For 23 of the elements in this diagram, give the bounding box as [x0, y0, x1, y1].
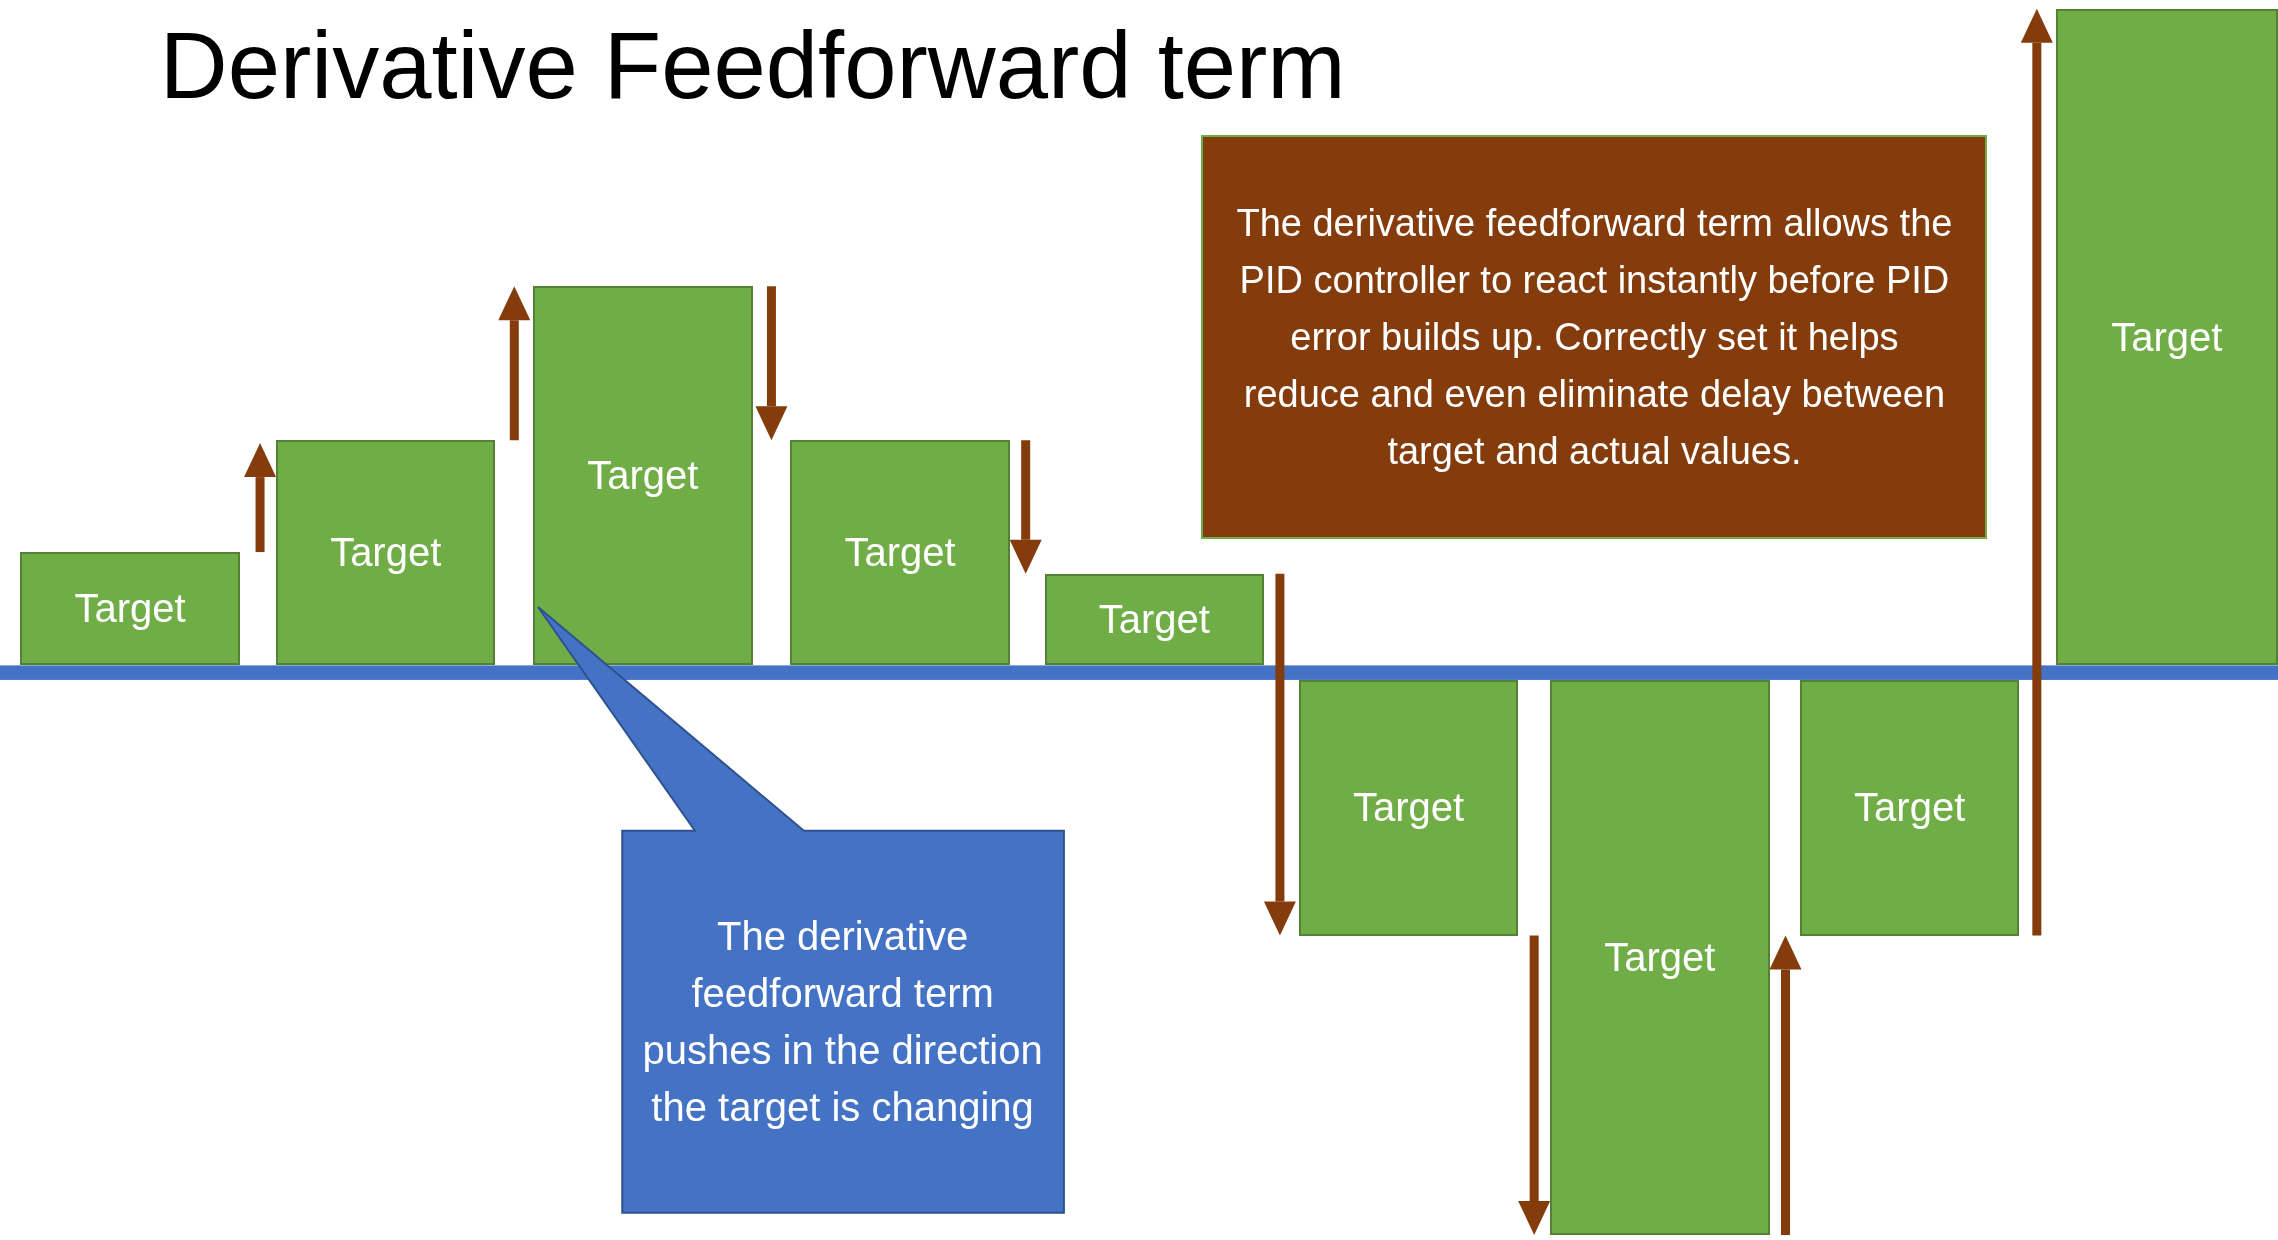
bar	[1550, 679, 1770, 1235]
bar	[1298, 679, 1519, 936]
note-text: The derivative feedforward term allows the PID controller to react instantly before PID error builds up. Correctly set it helps reduce and even eliminate delay between target and actual values.	[1235, 200, 1954, 474]
bar	[20, 552, 240, 666]
bar-label: Target	[844, 530, 956, 576]
bar	[1044, 573, 1264, 666]
bar-label: Target	[587, 453, 699, 499]
bar	[790, 440, 1010, 666]
bar	[533, 286, 753, 666]
bar-label: Target	[1604, 934, 1716, 980]
bar-label: Target	[1854, 785, 1966, 831]
bar	[2055, 8, 2278, 666]
callout-bubble	[537, 607, 1064, 1214]
title: Derivative Feedforward term	[159, 11, 1346, 120]
bar-label: Target	[330, 530, 442, 576]
bar	[276, 440, 496, 666]
bar-label: Target	[1098, 597, 1210, 643]
bar	[1800, 679, 2020, 936]
note-box	[1201, 135, 1988, 539]
bar-label: Target	[2111, 314, 2223, 360]
callout-text: The derivative feedforward term pushes in the direction the target is changing	[641, 913, 1044, 1131]
bar-label: Target	[74, 586, 186, 632]
bar-label: Target	[1352, 785, 1465, 831]
